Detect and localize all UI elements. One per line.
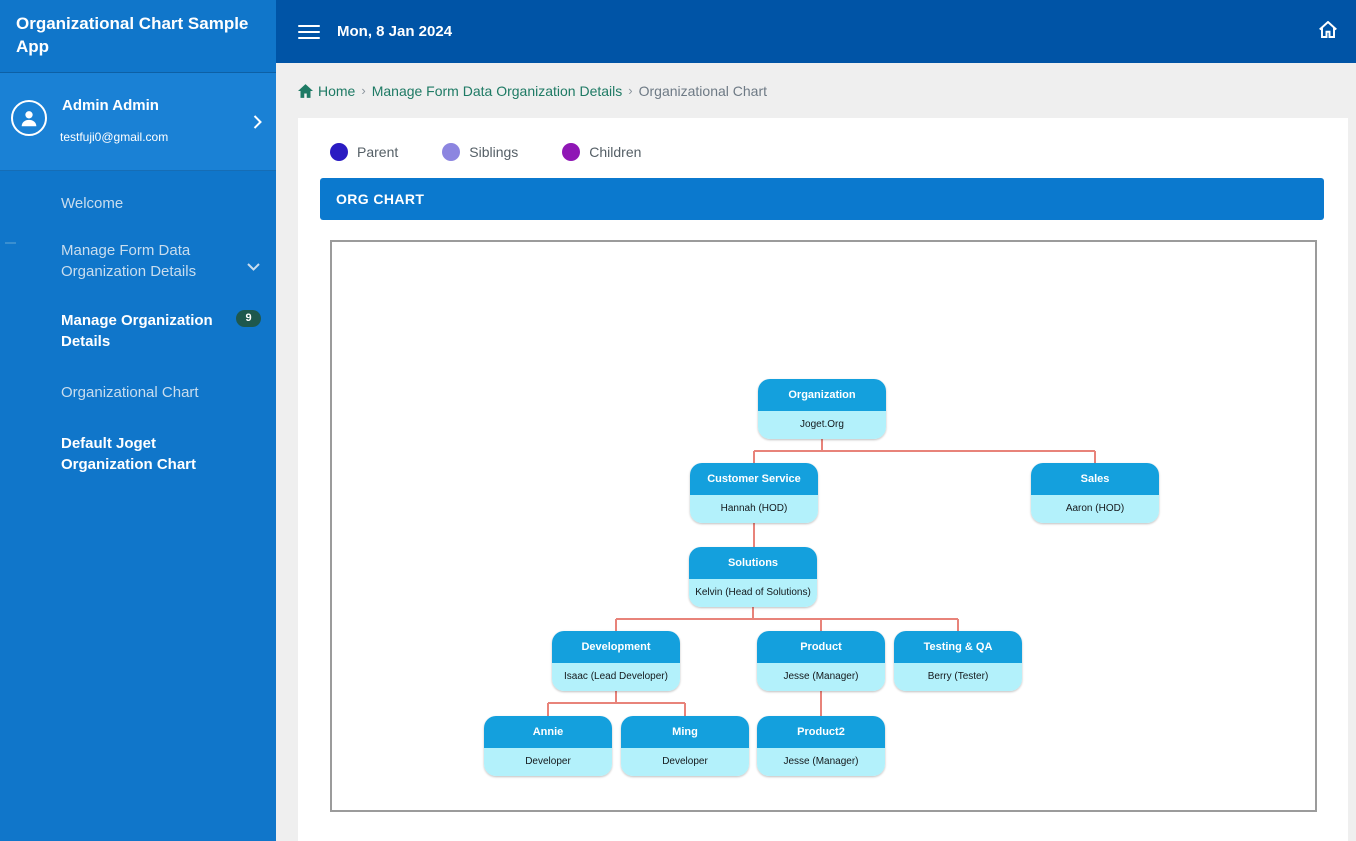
breadcrumb: Home › Manage Form Data Organization Det… bbox=[276, 63, 1356, 118]
org-node-subtitle: Kelvin (Head of Solutions) bbox=[689, 579, 817, 607]
org-node-product2[interactable]: Product2 Jesse (Manager) bbox=[757, 716, 885, 776]
org-node-development[interactable]: Development Isaac (Lead Developer) bbox=[552, 631, 680, 691]
app-title: Organizational Chart Sample App bbox=[0, 0, 276, 73]
count-badge: 9 bbox=[236, 310, 261, 327]
legend-label: Children bbox=[589, 144, 642, 160]
sidebar-item-default-joget-organization-chart[interactable]: Default Joget Organization Chart bbox=[0, 415, 276, 487]
sidebar-item-manage-organization-details[interactable]: Manage Organization Details 9 bbox=[0, 294, 276, 364]
org-node-organization[interactable]: Organization Joget.Org bbox=[758, 379, 886, 439]
chevron-right-icon[interactable] bbox=[253, 115, 262, 134]
org-node-title: Solutions bbox=[689, 547, 817, 579]
org-node-solutions[interactable]: Solutions Kelvin (Head of Solutions) bbox=[689, 547, 817, 607]
legend-item-siblings: Siblings bbox=[442, 143, 518, 161]
org-node-subtitle: Hannah (HOD) bbox=[690, 495, 818, 523]
sidebar-item-welcome[interactable]: Welcome bbox=[0, 181, 276, 226]
sidebar-item-label: Default Joget Organization Chart bbox=[61, 435, 197, 473]
org-node-title: Organization bbox=[758, 379, 886, 411]
topbar: Mon, 8 Jan 2024 bbox=[276, 0, 1356, 63]
profile-email: testfuji0@gmail.com bbox=[60, 130, 169, 144]
org-node-testing-qa[interactable]: Testing & QA Berry (Tester) bbox=[894, 631, 1022, 691]
org-node-title: Customer Service bbox=[690, 463, 818, 495]
topbar-date: Mon, 8 Jan 2024 bbox=[337, 23, 453, 40]
breadcrumb-home-icon[interactable] bbox=[298, 83, 313, 98]
org-node-sales[interactable]: Sales Aaron (HOD) bbox=[1031, 463, 1159, 523]
children-color-dot bbox=[562, 143, 581, 161]
org-chart-connectors bbox=[547, 439, 1096, 716]
org-node-subtitle: Isaac (Lead Developer) bbox=[552, 663, 680, 691]
org-node-subtitle: Developer bbox=[484, 748, 612, 776]
siblings-color-dot bbox=[442, 143, 461, 161]
profile-name: Admin Admin bbox=[62, 97, 159, 114]
legend-item-parent: Parent bbox=[330, 143, 398, 161]
org-node-subtitle: Joget.Org bbox=[758, 411, 886, 439]
breadcrumb-manage-form-data[interactable]: Manage Form Data Organization Details bbox=[371, 82, 623, 99]
sidebar-item-organizational-chart[interactable]: Organizational Chart bbox=[0, 364, 276, 415]
breadcrumb-separator: › bbox=[628, 83, 633, 98]
org-node-annie[interactable]: Annie Developer bbox=[484, 716, 612, 776]
org-node-subtitle: Berry (Tester) bbox=[894, 663, 1022, 691]
home-icon[interactable] bbox=[1319, 20, 1337, 43]
org-node-title: Testing & QA bbox=[894, 631, 1022, 663]
breadcrumb-separator: › bbox=[361, 83, 366, 98]
org-node-subtitle: Aaron (HOD) bbox=[1031, 495, 1159, 523]
content-card: Parent Siblings Children ORG CHART Organ… bbox=[298, 118, 1348, 841]
person-icon bbox=[21, 111, 37, 127]
panel-title: ORG CHART bbox=[320, 178, 1324, 220]
org-node-title: Sales bbox=[1031, 463, 1159, 495]
legend-item-children: Children bbox=[562, 143, 641, 161]
org-node-product[interactable]: Product Jesse (Manager) bbox=[757, 631, 885, 691]
org-node-title: Annie bbox=[484, 716, 612, 748]
legend: Parent Siblings Children bbox=[298, 118, 1348, 161]
org-node-title: Product2 bbox=[757, 716, 885, 748]
hamburger-menu-icon[interactable] bbox=[298, 25, 320, 43]
breadcrumb-current: Organizational Chart bbox=[638, 82, 768, 99]
legend-label: Siblings bbox=[469, 144, 519, 160]
sidebar-item-label: Manage Organization Details bbox=[61, 312, 213, 350]
sidebar-menu: Welcome Manage Form Data Organization De… bbox=[0, 171, 276, 487]
breadcrumb-home[interactable]: Home bbox=[318, 82, 356, 99]
sidebar: Organizational Chart Sample App Admin Ad… bbox=[0, 0, 276, 841]
sidebar-item-label: Welcome bbox=[61, 195, 124, 212]
org-chart-canvas: Organization Joget.Org Customer Service … bbox=[330, 240, 1317, 812]
sidebar-item-label: Organizational Chart bbox=[61, 384, 199, 401]
user-profile[interactable]: Admin Admin testfuji0@gmail.com bbox=[0, 73, 276, 171]
sidebar-item-manage-form-data[interactable]: Manage Form Data Organization Details bbox=[0, 226, 276, 294]
org-node-title: Product bbox=[757, 631, 885, 663]
org-node-ming[interactable]: Ming Developer bbox=[621, 716, 749, 776]
avatar bbox=[11, 100, 47, 136]
org-node-subtitle: Jesse (Manager) bbox=[757, 663, 885, 691]
org-node-title: Development bbox=[552, 631, 680, 663]
legend-label: Parent bbox=[357, 144, 399, 160]
org-node-subtitle: Jesse (Manager) bbox=[757, 748, 885, 776]
sidebar-item-label: Manage Form Data Organization Details bbox=[61, 242, 197, 280]
chevron-down-icon bbox=[247, 256, 260, 277]
org-node-subtitle: Developer bbox=[621, 748, 749, 776]
org-node-customer-service[interactable]: Customer Service Hannah (HOD) bbox=[690, 463, 818, 523]
parent-color-dot bbox=[330, 143, 348, 161]
org-node-title: Ming bbox=[621, 716, 749, 748]
